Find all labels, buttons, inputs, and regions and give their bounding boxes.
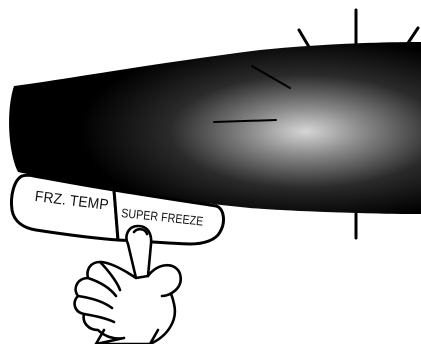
frz-temp-button[interactable] xyxy=(12,174,116,234)
super-freeze-button[interactable] xyxy=(114,190,220,242)
